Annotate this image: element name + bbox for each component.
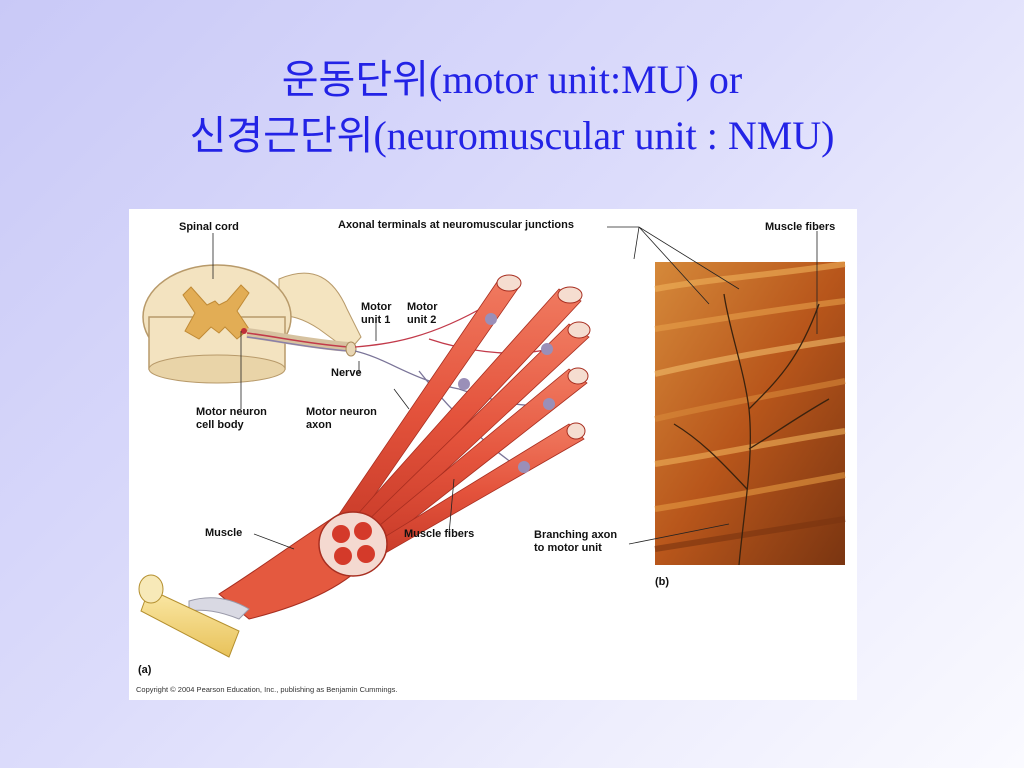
- label-panel-b: (b): [655, 576, 670, 588]
- spinal-cord: [142, 264, 362, 384]
- leader-lines: [212, 226, 818, 550]
- title-line-1: 운동단위(motor unit:MU) or: [281, 57, 743, 102]
- label-nerve: Nerve: [331, 367, 362, 379]
- label-motor-unit-1: Motor unit 1: [361, 301, 392, 326]
- label-axonal-terminals: Axonal terminals at neuromuscular juncti…: [338, 219, 574, 231]
- label-motor-neuron-axon: Motor neuron axon: [306, 406, 377, 431]
- nerve: [246, 328, 357, 357]
- label-branching-axon: Branching axon to motor unit: [534, 529, 618, 554]
- label-spinal-cord: Spinal cord: [179, 221, 239, 233]
- micrograph-photo: [654, 261, 846, 566]
- copyright-notice: Copyright © 2004 Pearson Education, Inc.…: [136, 685, 398, 694]
- label-muscle: Muscle: [205, 527, 243, 539]
- label-muscle-fibers-a: Muscle fibers: [404, 528, 475, 540]
- motor-unit-figure: Spinal cord Axonal terminals at neuromus…: [129, 209, 857, 700]
- label-motor-neuron-cell-body: Motor neuron cell body: [196, 406, 267, 431]
- grey-matter: [182, 284, 250, 340]
- muscle: [188, 511, 388, 620]
- title-line-2: 신경근단위(neuromuscular unit : NMU): [189, 113, 835, 158]
- slide-title: 운동단위(motor unit:MU) or 신경근단위(neuromuscul…: [0, 52, 1024, 164]
- motor-unit-diagram: [138, 226, 846, 658]
- label-muscle-fibers-b: Muscle fibers: [765, 221, 836, 233]
- label-motor-unit-2: Motor unit 2: [407, 301, 438, 326]
- bone: [138, 574, 240, 658]
- label-panel-a: (a): [138, 664, 152, 676]
